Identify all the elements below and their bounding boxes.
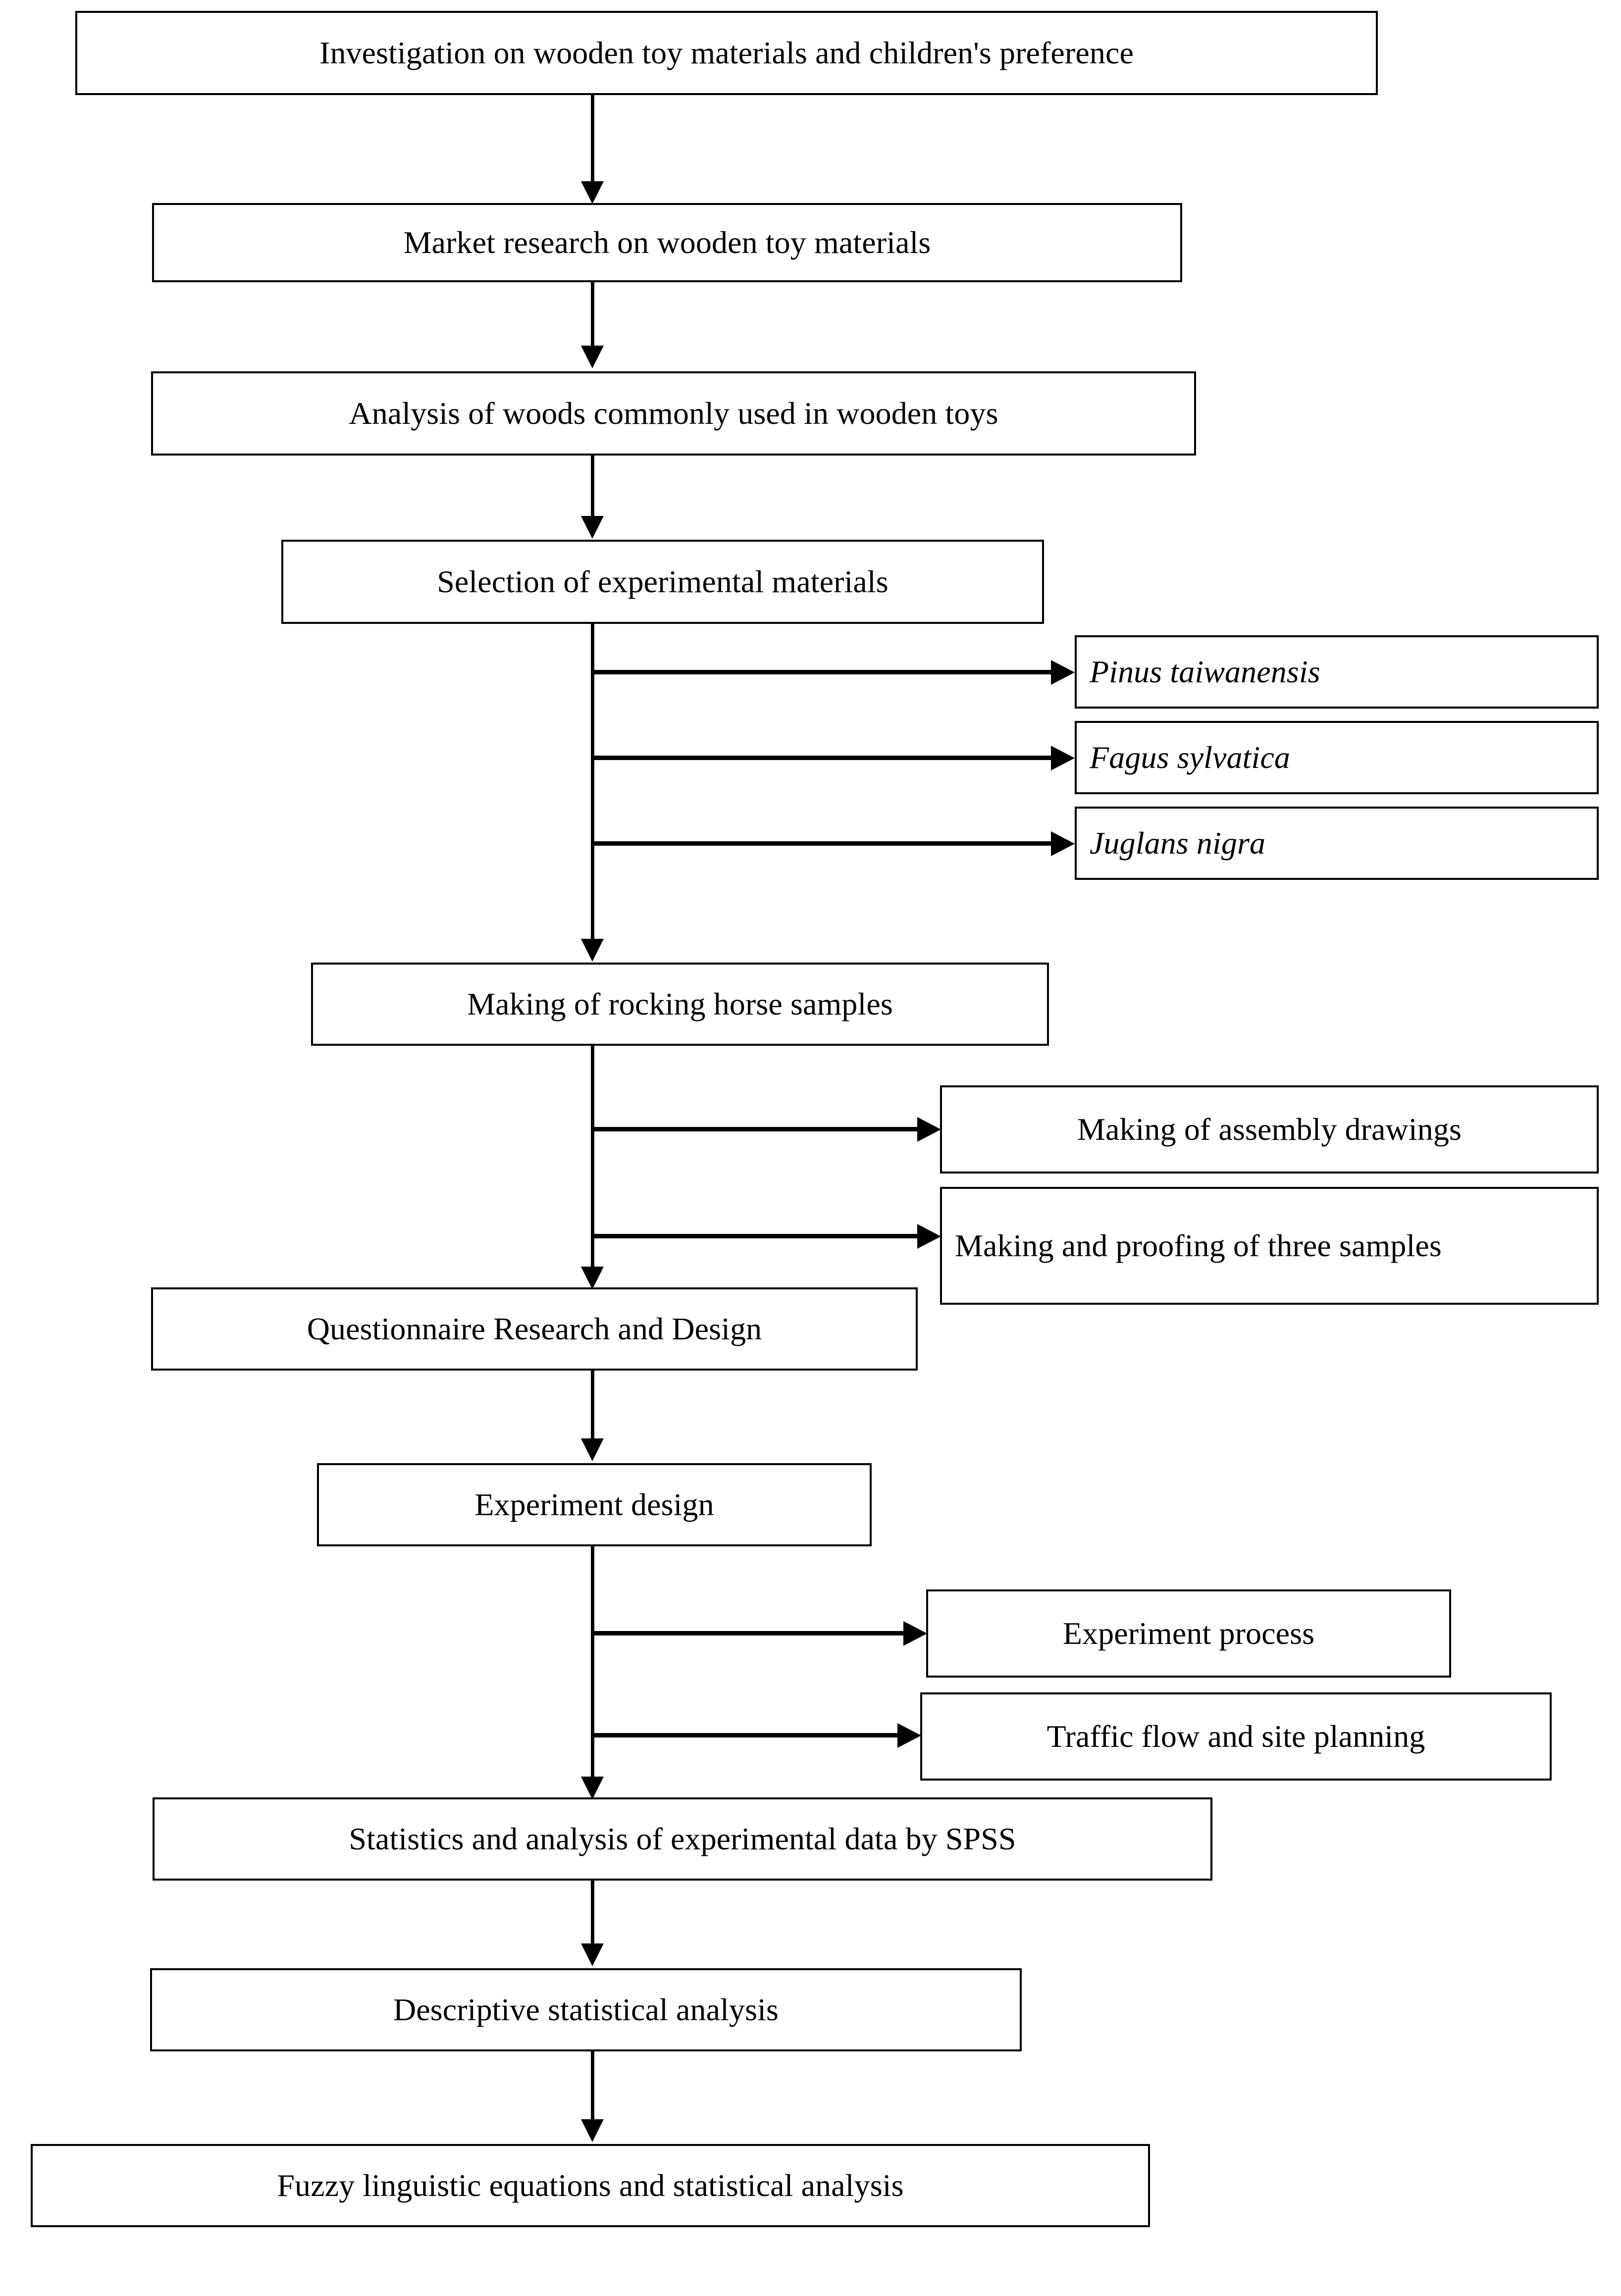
- flow-node-fuzzy-linguistic[interactable]: Fuzzy linguistic equations and statistic…: [31, 2144, 1150, 2227]
- flow-node-investigation[interactable]: Investigation on wooden toy materials an…: [75, 11, 1378, 95]
- edge-arrowhead: [581, 516, 604, 539]
- flow-node-label: Descriptive statistical analysis: [393, 1992, 779, 2028]
- edge-samples-trunk: [591, 1046, 594, 1278]
- branch-node-proofing-samples[interactable]: Making and proofing of three samples: [940, 1187, 1599, 1305]
- edge-selection-to-juglans: [592, 841, 1053, 846]
- flow-node-label: Making of rocking horse samples: [467, 986, 893, 1022]
- flow-node-rocking-horse-samples[interactable]: Making of rocking horse samples: [311, 963, 1049, 1046]
- flow-node-spss-analysis[interactable]: Statistics and analysis of experimental …: [153, 1797, 1212, 1881]
- edge-arrowhead: [1051, 660, 1075, 685]
- flow-node-label: Questionnaire Research and Design: [307, 1311, 762, 1347]
- branch-node-label: Making and proofing of three samples: [955, 1228, 1442, 1264]
- edge-arrowhead: [581, 1438, 604, 1461]
- flow-node-label: Fuzzy linguistic equations and statistic…: [277, 2168, 904, 2203]
- flow-node-label: Market research on wooden toy materials: [403, 225, 931, 260]
- edge-arrowhead: [1051, 831, 1075, 856]
- branch-node-assembly-drawings[interactable]: Making of assembly drawings: [940, 1085, 1599, 1174]
- branch-node-pinus-taiwanensis[interactable]: Pinus taiwanensis: [1075, 635, 1599, 709]
- edge-samples-to-proofing: [592, 1234, 919, 1238]
- edge-arrowhead: [917, 1117, 941, 1142]
- edge-arrowhead: [581, 939, 604, 962]
- edge-arrowhead: [581, 1267, 604, 1289]
- edge-spss-to-descriptive: [591, 1881, 594, 1946]
- branch-node-label: Fagus sylvatica: [1090, 740, 1290, 775]
- flow-node-label: Experiment design: [474, 1487, 714, 1523]
- edge-arrowhead: [581, 181, 604, 204]
- edge-questionnaire-to-experiment: [591, 1371, 594, 1441]
- branch-node-label: Traffic flow and site planning: [1046, 1719, 1425, 1754]
- edge-arrowhead: [1051, 746, 1075, 770]
- edge-arrowhead: [897, 1723, 921, 1748]
- edge-arrowhead: [581, 1943, 604, 1966]
- edge-experiment-to-process: [592, 1631, 905, 1635]
- flow-node-label: Analysis of woods commonly used in woode…: [349, 396, 998, 431]
- branch-node-label: Pinus taiwanensis: [1090, 654, 1320, 690]
- flow-node-market-research[interactable]: Market research on wooden toy materials: [152, 203, 1182, 282]
- flow-node-label: Selection of experimental materials: [437, 564, 889, 600]
- edge-arrowhead: [903, 1621, 927, 1646]
- edge-arrowhead: [581, 2119, 604, 2142]
- flow-node-wood-analysis[interactable]: Analysis of woods commonly used in woode…: [151, 371, 1196, 456]
- edge-experiment-trunk: [591, 1546, 594, 1789]
- branch-node-experiment-process[interactable]: Experiment process: [926, 1589, 1451, 1678]
- flow-node-questionnaire[interactable]: Questionnaire Research and Design: [151, 1287, 918, 1371]
- edge-arrowhead: [917, 1224, 941, 1249]
- branch-node-label: Making of assembly drawings: [1077, 1112, 1462, 1147]
- edge-experiment-to-traffic: [592, 1733, 899, 1737]
- edge-investigation-to-market: [591, 95, 594, 184]
- flow-node-material-selection[interactable]: Selection of experimental materials: [281, 540, 1044, 624]
- branch-node-traffic-flow[interactable]: Traffic flow and site planning: [920, 1692, 1552, 1781]
- edge-samples-to-drawings: [592, 1127, 919, 1131]
- flow-node-experiment-design[interactable]: Experiment design: [317, 1463, 872, 1546]
- branch-node-fagus-sylvatica[interactable]: Fagus sylvatica: [1075, 721, 1599, 794]
- branch-node-juglans-nigra[interactable]: Juglans nigra: [1075, 807, 1599, 880]
- edge-descriptive-to-fuzzy: [591, 2051, 594, 2122]
- edge-selection-to-fagus: [592, 756, 1053, 760]
- branch-node-label: Juglans nigra: [1090, 825, 1266, 861]
- edge-arrowhead: [581, 346, 604, 368]
- edge-market-to-analysis: [591, 282, 594, 348]
- edge-selection-to-pinus: [592, 670, 1053, 674]
- edge-arrowhead: [581, 1777, 604, 1799]
- edge-selection-trunk: [591, 624, 594, 951]
- edge-analysis-to-selection: [591, 456, 594, 520]
- branch-node-label: Experiment process: [1062, 1616, 1315, 1651]
- flow-node-label: Investigation on wooden toy materials an…: [319, 35, 1134, 71]
- flow-node-label: Statistics and analysis of experimental …: [349, 1821, 1016, 1857]
- flow-node-descriptive-analysis[interactable]: Descriptive statistical analysis: [150, 1968, 1022, 2051]
